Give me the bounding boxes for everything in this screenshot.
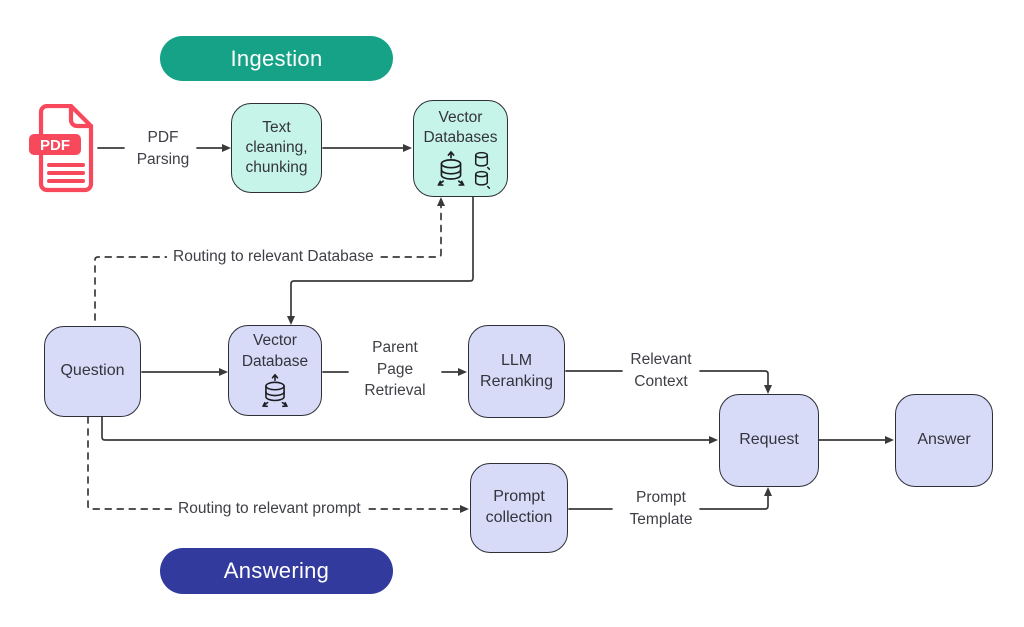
database-icon — [437, 150, 465, 187]
node-answer-label: Answer — [917, 431, 971, 449]
ingestion-stage-badge: Ingestion — [160, 36, 393, 81]
node-vector-databases: Vector Databases — [413, 100, 508, 197]
pdf-file-icon: PDF — [29, 104, 94, 193]
node-prompt-collection-label: Prompt collection — [485, 488, 553, 526]
node-request-label: Request — [739, 431, 799, 449]
node-llm-reranking: LLM Reranking — [468, 325, 565, 418]
edge-label-routing-database: Routing to relevant Database — [167, 246, 380, 268]
node-vector-databases-label: Vector Databases — [423, 108, 498, 146]
edge-label-prompt-template: Prompt Template — [629, 489, 693, 528]
edge-routing-prompt-dashed — [87, 416, 469, 513]
edge-label-to-request-top — [699, 370, 772, 394]
node-text-cleaning-label: Text cleaning, chunking — [245, 118, 308, 177]
node-question-label: Question — [60, 362, 125, 380]
node-vector-database-label: Vector Database — [241, 332, 309, 370]
database-icon — [261, 373, 289, 407]
node-request: Request — [719, 394, 819, 487]
node-vector-database: Vector Database — [228, 325, 322, 416]
edge-label-to-request-bottom — [699, 487, 772, 510]
node-question: Question — [44, 326, 141, 417]
answering-stage-badge: Answering — [160, 548, 393, 594]
edge-question-to-request — [101, 416, 718, 444]
edge-label-pdf-parsing: PDF Parsing — [136, 129, 190, 168]
node-prompt-collection: Prompt collection — [470, 463, 568, 553]
node-answer: Answer — [895, 394, 993, 487]
edge-vdbs-to-vdb — [287, 196, 474, 325]
node-text-cleaning: Text cleaning, chunking — [231, 103, 322, 193]
edge-label-relevant-context: Relevant Context — [630, 351, 692, 390]
node-llm-reranking-label: LLM Reranking — [480, 351, 553, 390]
ingestion-stage-label: Ingestion — [230, 45, 323, 71]
pdf-badge-text: PDF — [40, 137, 70, 154]
database-icon — [474, 171, 490, 190]
edge-label-parent-page-retrieval: Parent Page Retrieval — [364, 339, 426, 400]
answering-stage-label: Answering — [223, 558, 330, 583]
database-icon-cluster — [431, 149, 490, 190]
edge-label-routing-prompt: Routing to relevant prompt — [172, 498, 367, 520]
database-icon — [474, 152, 490, 171]
